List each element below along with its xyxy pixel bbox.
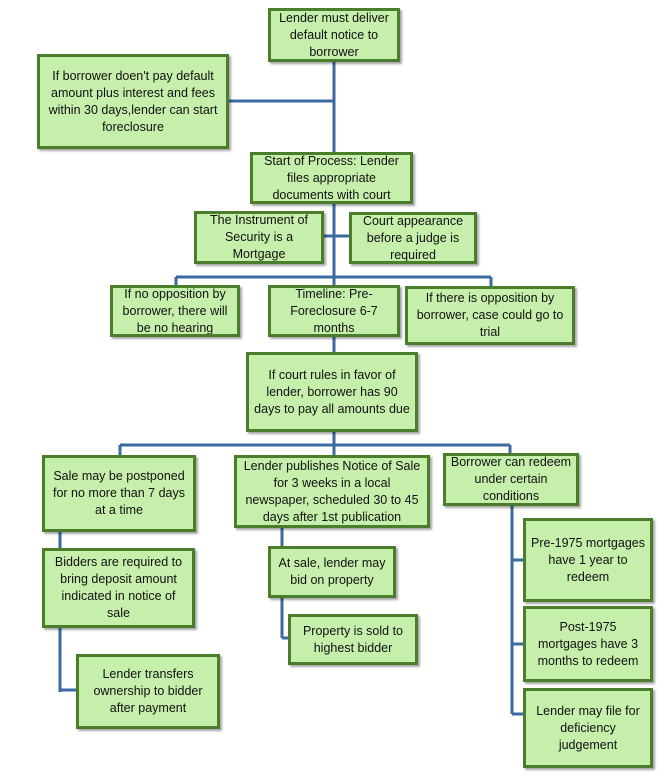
node-sale-postponed: Sale may be postponed for no more than 7… [42, 455, 196, 532]
node-label: Timeline: Pre-Foreclosure 6-7 months [290, 286, 378, 335]
node-instrument: The Instrument of Security is a Mortgage [194, 211, 324, 264]
node-label: If court rules in favor of lender, borro… [254, 367, 410, 416]
node-label: Pre-1975 mortgages have 1 year to redeem [531, 535, 645, 584]
node-bidders-deposit: Bidders are required to bring deposit am… [42, 548, 195, 628]
node-start-process: Start of Process: Lender files appropria… [250, 152, 413, 204]
node-no-opposition: If no opposition by borrower, there will… [110, 285, 240, 337]
node-court-appearance: Court appearance before a judge is requi… [349, 212, 477, 264]
node-transfer-ownership: Lender transfers ownership to bidder aft… [76, 654, 220, 729]
node-opposition: If there is opposition by borrower, case… [405, 286, 575, 345]
node-label: Court appearance before a judge is requi… [362, 213, 464, 262]
node-notice-of-sale: Lender publishes Notice of Sale for 3 we… [234, 455, 430, 528]
node-deficiency: Lender may file for deficiency judgement [523, 688, 653, 768]
node-pre-1975: Pre-1975 mortgages have 1 year to redeem [523, 518, 653, 602]
node-timeline: Timeline: Pre-Foreclosure 6-7 months [268, 285, 400, 337]
node-label: Post-1975 mortgages have 3 months to red… [537, 619, 639, 668]
node-label: Sale may be postponed for no more than 7… [52, 469, 186, 517]
node-label: The Instrument of Security is a Mortgage [210, 213, 308, 261]
node-label: Lender publishes Notice of Sale for 3 we… [243, 458, 421, 524]
node-default-notice: Lender must deliver default notice to bo… [268, 8, 400, 62]
node-label: Start of Process: Lender files appropria… [264, 153, 399, 202]
node-label: Bidders are required to bring deposit am… [54, 555, 183, 620]
node-label: Lender must deliver default notice to bo… [279, 10, 389, 59]
node-label: Property is sold to highest bidder [302, 623, 404, 655]
node-lender-bid: At sale, lender may bid on property [268, 546, 396, 598]
node-label: If there is opposition by borrower, case… [416, 291, 564, 339]
node-label: If no opposition by borrower, there will… [122, 286, 228, 335]
node-label: If borrower doen't pay default amount pl… [48, 68, 218, 134]
node-label: Borrower can redeem under certain condit… [450, 455, 572, 503]
node-nonpayment: If borrower doen't pay default amount pl… [37, 54, 229, 149]
node-label: At sale, lender may bid on property [278, 556, 386, 587]
node-sold-highest: Property is sold to highest bidder [288, 614, 418, 665]
node-post-1975: Post-1975 mortgages have 3 months to red… [523, 606, 653, 682]
node-court-rules: If court rules in favor of lender, borro… [246, 352, 418, 432]
node-label: Lender transfers ownership to bidder aft… [93, 667, 203, 715]
node-redeem: Borrower can redeem under certain condit… [443, 453, 579, 506]
node-label: Lender may file for deficiency judgement [536, 703, 640, 752]
